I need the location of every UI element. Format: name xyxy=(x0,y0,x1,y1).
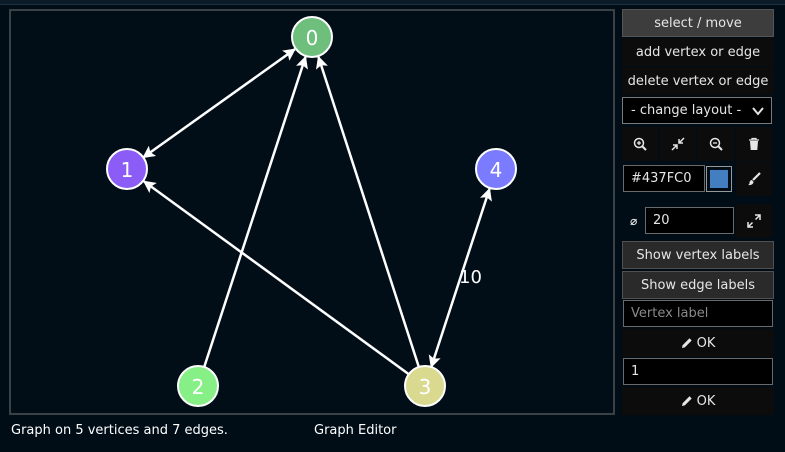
vertex-label: 3 xyxy=(419,375,432,399)
vertex-2[interactable]: 2 xyxy=(177,365,219,407)
edge-3-4[interactable] xyxy=(428,187,492,369)
layout-select-value: - change layout - xyxy=(631,103,742,118)
apply-size-button[interactable] xyxy=(736,204,772,238)
color-input[interactable]: #437FC0 xyxy=(623,165,705,192)
status-text: Graph on 5 vertices and 7 edges. xyxy=(11,423,228,438)
pencil-icon xyxy=(681,338,692,348)
ok-label: OK xyxy=(696,335,716,351)
show-edge-labels-button[interactable]: Show edge labels xyxy=(622,271,774,299)
vertex-circle xyxy=(404,365,446,407)
vertex-label: 2 xyxy=(192,375,205,399)
delete-vertex-edge-button[interactable]: delete vertex or edge xyxy=(622,67,774,95)
vertex-label-input[interactable]: Vertex label xyxy=(623,300,773,327)
vertex-label: 0 xyxy=(306,26,319,50)
trash-icon xyxy=(749,137,759,150)
shrink-icon xyxy=(671,137,685,151)
vertex-0[interactable]: 0 xyxy=(291,16,333,58)
pencil-icon xyxy=(681,396,692,406)
vertex-circle xyxy=(177,365,219,407)
vertex-circle xyxy=(291,16,333,58)
graph-svg[interactable]: 10 0 1 2 3 4 xyxy=(11,11,613,413)
edge-2-0[interactable] xyxy=(203,55,308,368)
select-move-button[interactable]: select / move xyxy=(622,9,774,37)
vertex-1[interactable]: 1 xyxy=(106,148,148,190)
edge-label: 10 xyxy=(459,267,482,288)
color-swatch[interactable] xyxy=(706,166,732,192)
edge-3-0[interactable] xyxy=(315,55,421,368)
edge-label-input[interactable]: 1 xyxy=(623,358,773,385)
app-title: Graph Editor xyxy=(314,423,397,438)
diameter-icon: ⌀ xyxy=(630,214,638,228)
vertex-4[interactable]: 4 xyxy=(475,148,517,190)
apply-color-button[interactable] xyxy=(736,162,772,196)
zoom-out-icon xyxy=(709,137,723,151)
edge-3-1[interactable] xyxy=(142,180,410,376)
ok-label: OK xyxy=(696,393,716,409)
layout-select[interactable]: - change layout - xyxy=(622,97,772,124)
size-input[interactable]: 20 xyxy=(645,207,734,234)
window-top-bar xyxy=(0,0,785,5)
zoom-in-icon xyxy=(633,137,647,151)
show-vertex-labels-button[interactable]: Show vertex labels xyxy=(622,241,774,269)
vertex-label-ok-button[interactable]: OK xyxy=(622,329,774,357)
vertex-3[interactable]: 3 xyxy=(404,365,446,407)
delete-graph-button[interactable] xyxy=(736,127,772,161)
vertex-circle xyxy=(475,148,517,190)
vertex-label: 4 xyxy=(490,158,503,182)
color-swatch-fill xyxy=(710,170,728,188)
edge-label-ok-button[interactable]: OK xyxy=(622,387,774,415)
paint-brush-icon xyxy=(748,172,761,186)
expand-icon xyxy=(747,214,761,228)
vertex-circle xyxy=(106,148,148,190)
add-vertex-edge-button[interactable]: add vertex or edge xyxy=(622,38,774,66)
graph-canvas[interactable]: 10 0 1 2 3 4 xyxy=(9,9,615,415)
edge-1-0[interactable] xyxy=(142,48,296,159)
shrink-button[interactable] xyxy=(660,127,696,161)
zoom-in-button[interactable] xyxy=(622,127,658,161)
vertex-label: 1 xyxy=(121,158,134,182)
edges-layer: 10 xyxy=(142,48,492,376)
chevron-down-icon xyxy=(752,107,764,116)
zoom-out-button[interactable] xyxy=(698,127,734,161)
vertices-layer: 0 1 2 3 4 xyxy=(106,16,517,407)
